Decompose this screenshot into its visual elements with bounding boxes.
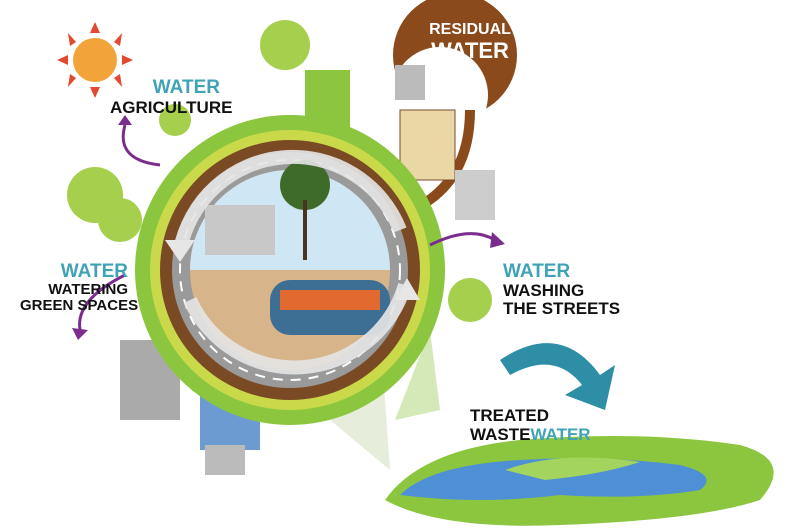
- treated-wastewater-label: TREATED WASTEWATER: [470, 407, 591, 443]
- green-spaces-line1: WATERING: [48, 281, 128, 298]
- treated-water-arrow: [500, 343, 615, 410]
- arrow-heads: [72, 115, 505, 340]
- agriculture-water: WATER: [152, 77, 220, 98]
- green-spaces-water: WATER: [60, 261, 128, 282]
- sun-icon: [57, 22, 133, 98]
- residual-line1: RESIDUAL: [429, 21, 511, 38]
- streets-water: WATER: [503, 261, 571, 282]
- treated-waste: WASTE: [470, 425, 531, 444]
- streets-line1: WASHING: [503, 281, 585, 300]
- green-spaces-line2: GREEN SPACES: [20, 297, 139, 314]
- treated-line2: WASTEWATER: [470, 426, 591, 443]
- treated-water: WATER: [530, 425, 591, 444]
- agriculture-label: WATER AGRICULTURE: [110, 77, 233, 117]
- streets-label: WATER WASHING THE STREETS: [503, 262, 620, 317]
- trees: [67, 20, 492, 322]
- residual-line2: WATER: [431, 38, 509, 63]
- agriculture-text: AGRICULTURE: [110, 98, 233, 117]
- green-spaces-label: WATER WATERING GREEN SPACES: [20, 261, 139, 314]
- residual-water-label: RESIDUAL WATER: [425, 22, 515, 62]
- river-island: [385, 436, 774, 526]
- treated-line1: TREATED: [470, 406, 550, 425]
- streets-line2: THE STREETS: [503, 299, 621, 318]
- treatment-plant-circle: [135, 115, 445, 425]
- flow-arrows: [78, 124, 496, 331]
